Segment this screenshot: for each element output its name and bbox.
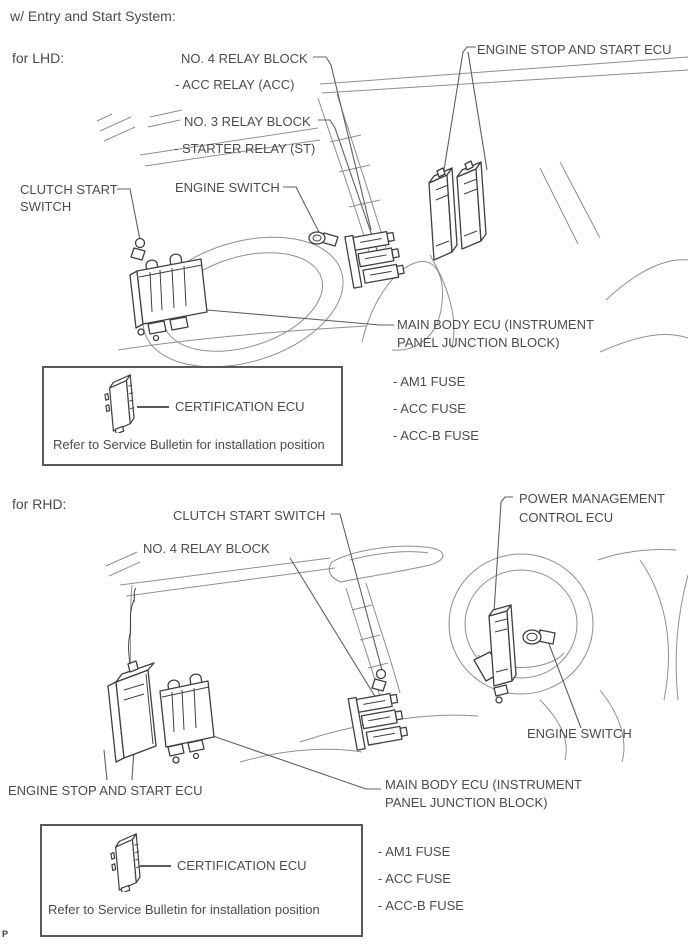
lhd-label-acc-relay: - ACC RELAY (ACC) (175, 77, 295, 92)
lhd-label-engine-stop-start-ecu: ENGINE STOP AND START ECU (477, 42, 672, 57)
rhd-label-no4-relay-block: NO. 4 RELAY BLOCK (143, 541, 270, 556)
lhd-cert-label: CERTIFICATION ECU (175, 399, 305, 414)
rhd-fuse-list: - AM1 FUSE - ACC FUSE - ACC-B FUSE (378, 844, 464, 925)
page-corner-mark: P (2, 929, 9, 939)
lhd-label-no4-relay-block: NO. 4 RELAY BLOCK (181, 51, 308, 66)
lhd-certification-box: CERTIFICATION ECU Refer to Service Bulle… (42, 366, 343, 466)
lhd-fuse-list: - AM1 FUSE - ACC FUSE - ACC-B FUSE (393, 374, 479, 455)
rhd-relay-block-part (347, 692, 409, 751)
rhd-power-management-ecu-part (473, 604, 517, 704)
lhd-label-main-body-ecu: MAIN BODY ECU (INSTRUMENT PANEL JUNCTION… (397, 317, 594, 350)
lhd-fuse-item: - AM1 FUSE (393, 374, 466, 389)
rhd-clutch-start-switch-part (371, 668, 387, 692)
rhd-fuse-item: - ACC FUSE (378, 871, 451, 886)
lhd-relay-block-part (344, 230, 405, 289)
rhd-certification-box: CERTIFICATION ECU Refer to Service Bulle… (40, 824, 363, 937)
rhd-cert-label: CERTIFICATION ECU (177, 858, 307, 873)
lhd-clutch-start-switch-part (130, 237, 146, 261)
rhd-engine-switch-part (522, 629, 556, 645)
rhd-label-engine-stop-start-ecu: ENGINE STOP AND START ECU (8, 783, 203, 798)
lhd-main-body-ecu-part (129, 253, 208, 342)
rhd-label-main-body-ecu: MAIN BODY ECU (INSTRUMENT PANEL JUNCTION… (385, 777, 582, 810)
rhd-fuse-item: - ACC-B FUSE (378, 898, 464, 913)
lhd-label-engine-switch: ENGINE SWITCH (175, 180, 280, 195)
lhd-label-clutch-start-switch: CLUTCH START SWITCH (20, 182, 118, 214)
lhd-engine-switch-part (308, 231, 339, 247)
lhd-fuse-item: - ACC-B FUSE (393, 428, 479, 443)
rhd-cert-note: Refer to Service Bulletin for installati… (48, 902, 320, 917)
lhd-cert-connector-line (137, 406, 169, 408)
rhd-label-clutch-start-switch: CLUTCH START SWITCH (173, 508, 326, 523)
lhd-section-label: for LHD: (12, 50, 65, 66)
rhd-cert-connector-line (140, 865, 171, 867)
rhd-label-power-management-ecu: POWER MANAGEMENT CONTROL ECU (519, 491, 665, 525)
rhd-section-label: for RHD: (12, 496, 67, 512)
certification-ecu-icon (110, 833, 141, 892)
lhd-diagram-art (96, 46, 688, 368)
page-title: w/ Entry and Start System: (10, 8, 176, 24)
lhd-fuse-item: - ACC FUSE (393, 401, 466, 416)
rhd-ecu-assembly-part (107, 587, 215, 764)
rhd-fuse-item: - AM1 FUSE (378, 844, 451, 859)
lhd-label-starter-relay: - STARTER RELAY (ST) (174, 141, 316, 156)
lhd-label-no3-relay-block: NO. 3 RELAY BLOCK (184, 114, 311, 129)
rhd-label-engine-switch: ENGINE SWITCH (527, 726, 632, 741)
lhd-engine-stop-start-ecu-part (428, 160, 487, 261)
rhd-diagram-art (103, 496, 688, 790)
certification-ecu-icon (104, 374, 135, 433)
lhd-cert-note: Refer to Service Bulletin for installati… (53, 437, 325, 452)
